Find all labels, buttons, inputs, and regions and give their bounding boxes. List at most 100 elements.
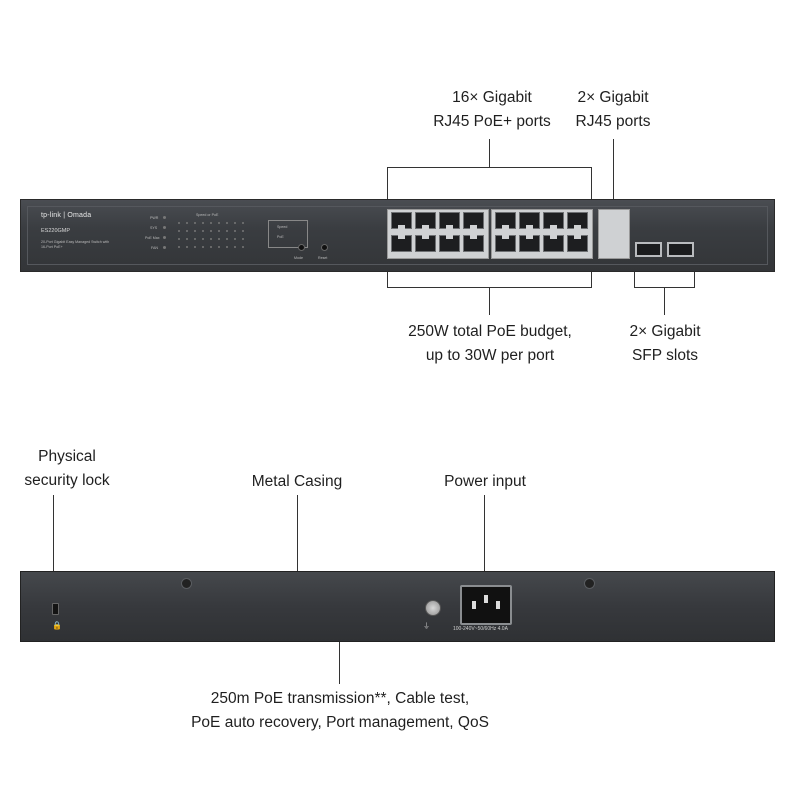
leader-line [489,287,490,315]
callout-line: 250W total PoE budget, [408,323,572,340]
callout-line: security lock [24,472,110,489]
port-led [202,222,204,224]
callout-line: 16× Gigabit [452,89,532,106]
port-led [194,238,196,240]
model-number: ES220GMP [41,228,71,234]
port-led [218,238,220,240]
rj45-poe-port[interactable] [495,212,516,229]
callout-line: Physical [38,448,96,465]
callout-poe-budget: 250W total PoE budget, up to 30W per por… [380,320,600,368]
status-led [163,226,166,229]
bracket-poe [591,167,592,199]
rj45-poe-port[interactable] [463,212,484,229]
led-label: FAN [151,246,158,250]
port-led [242,222,244,224]
model-description: 20-Port Gigabit Easy Managed Switch with… [41,240,110,249]
uplink-port-group [598,209,630,259]
rj45-poe-port[interactable] [495,235,516,252]
port-led [186,222,188,224]
rj45-poe-port[interactable] [567,212,588,229]
callout-features: 250m PoE transmission**, Cable test, PoE… [150,687,530,735]
port-led [218,246,220,248]
rj45-poe-port[interactable] [463,235,484,252]
status-led [163,216,166,219]
port-led [226,238,228,240]
port-led [226,230,228,232]
leader-line [613,139,614,201]
sfp-slot-1[interactable] [635,242,662,257]
power-pin [496,601,500,609]
rj45-poe-port[interactable] [415,235,436,252]
rj45-poe-port[interactable] [519,235,540,252]
power-pin [472,601,476,609]
status-led [163,246,166,249]
rj45-poe-port[interactable] [391,235,412,252]
callout-line: SFP slots [631,347,699,364]
port-led [242,246,244,248]
front-bezel [27,206,768,265]
screw [584,578,595,589]
mode-button[interactable] [298,244,305,251]
callout-poe-ports: 16× Gigabit RJ45 PoE+ ports [412,86,572,134]
port-led [242,238,244,240]
security-lock-slot [52,603,59,615]
rj45-poe-port[interactable] [391,212,412,229]
callout-line: 250m PoE transmission**, Cable test, [210,690,470,707]
callout-line: Power input [444,473,526,490]
port-led [234,222,236,224]
callout-line: 2× Gigabit [577,89,649,106]
bracket-sfp [634,272,635,287]
callout-line: RJ45 PoE+ ports [433,113,551,130]
callout-line: RJ45 ports [575,113,651,130]
callout-metal-casing: Metal Casing [230,470,364,494]
port-led [234,238,236,240]
port-led [234,230,236,232]
leader-line [489,139,490,167]
lock-icon: 🔒 [52,621,62,630]
port-led [234,246,236,248]
ground-screw [425,600,441,616]
callout-rj45-ports: 2× Gigabit RJ45 ports [553,86,673,134]
power-rating-label: 100-240V~50/60Hz 4.0A [453,626,508,632]
power-input-socket[interactable] [460,585,512,625]
poe-indicator-label: PoE [277,235,284,239]
switch-back-panel: 🔒 ⏚ 100-240V~50/60Hz 4.0A [20,571,775,642]
port-led [186,230,188,232]
callout-line: up to 30W per port [425,347,555,364]
leader-line [297,495,298,572]
port-led [186,238,188,240]
rj45-poe-port[interactable] [543,235,564,252]
sfp-slot-2[interactable] [667,242,694,257]
led-label: PWR [150,216,159,220]
bracket-budget [387,272,388,287]
port-led [210,246,212,248]
leader-line [484,495,485,587]
leader-line [664,287,665,315]
mode-indicator-box [268,220,308,248]
leader-line [339,642,340,684]
led-label: SYS [150,226,158,230]
rj45-poe-port[interactable] [439,235,460,252]
port-led [218,230,220,232]
rj45-poe-port[interactable] [415,212,436,229]
leader-line [53,495,54,599]
port-led [242,230,244,232]
power-pin [484,595,488,603]
bracket-poe [387,167,388,199]
port-led [218,222,220,224]
brand-logo: tp-link | Omada [41,212,92,219]
port-led [202,238,204,240]
rj45-poe-port[interactable] [543,212,564,229]
ground-icon: ⏚ [423,623,430,630]
rj45-poe-port[interactable] [519,212,540,229]
speed-indicator-label: Speed [277,225,288,229]
callout-line: 2× Gigabit [629,323,701,340]
rj45-poe-port[interactable] [567,235,588,252]
switch-front-panel: tp-link | Omada ES220GMP 20-Port Gigabit… [20,199,775,272]
port-led [178,238,180,240]
reset-button[interactable] [321,244,328,251]
rj45-poe-port[interactable] [439,212,460,229]
bracket-poe [387,167,592,168]
port-led [194,246,196,248]
port-led [210,238,212,240]
